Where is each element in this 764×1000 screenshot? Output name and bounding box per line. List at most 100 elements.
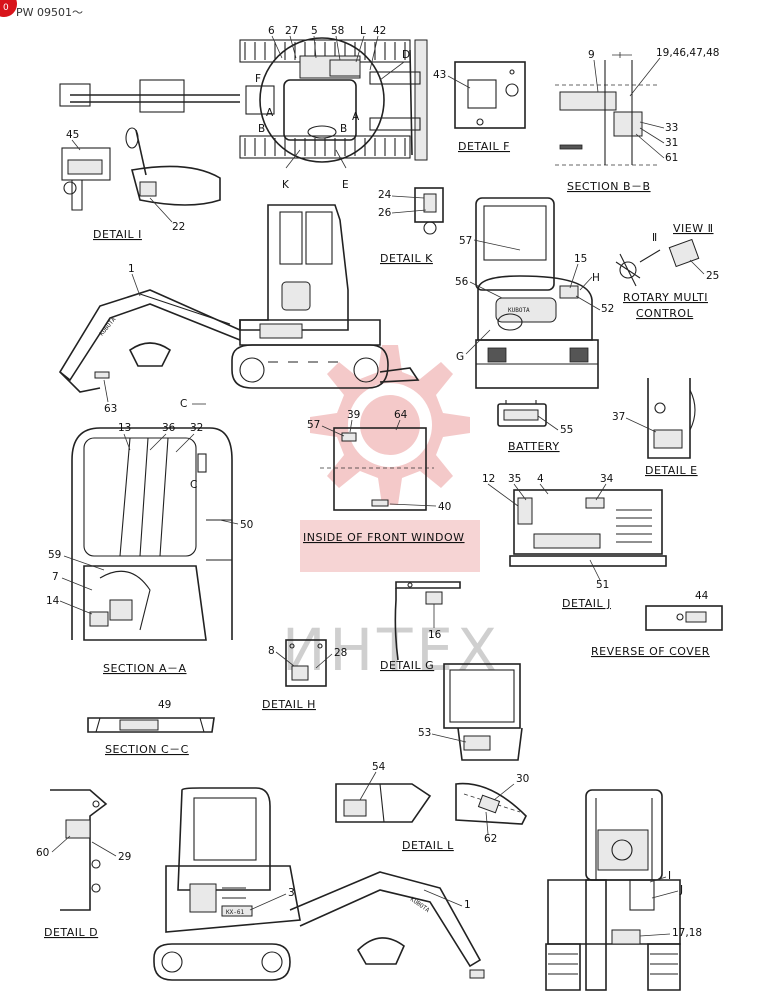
callout-30: 30 (516, 773, 529, 785)
callout-A-right: A (352, 111, 360, 123)
callout-16: 16 (428, 629, 442, 641)
callout-49: 49 (158, 699, 171, 711)
top-view-machine (59, 37, 428, 163)
callout-43: 43 (433, 69, 446, 81)
callout-35: 35 (508, 473, 521, 485)
sheet-code: PW 09501～ (16, 6, 83, 19)
callout-F: F (255, 73, 261, 85)
callout-63: 63 (104, 403, 117, 415)
callout-17-18: 17,18 (672, 927, 702, 939)
rear-view-machine: KUBOTA (475, 197, 599, 389)
caption-detail-k: DETAIL K (380, 252, 433, 265)
callout-56: 56 (455, 276, 469, 288)
caption-detail-g: DETAIL G (380, 659, 434, 672)
bottom-front-view-machine (545, 789, 681, 991)
callout-42: 42 (373, 25, 386, 37)
side-view-machine: KUBOTA (58, 204, 420, 393)
callout-J: J (679, 884, 683, 896)
caption-inside-front-window: INSIDE OF FRONT WINDOW (303, 531, 465, 544)
callout-C: C (180, 398, 187, 410)
callout-1-bottom: 1 (464, 899, 471, 911)
callout-22: 22 (172, 221, 185, 233)
callout-II: Ⅱ (652, 232, 657, 244)
callout-26: 26 (378, 207, 392, 219)
caption-detail-l: DETAIL L (402, 839, 454, 852)
reverse-cover-drawing (645, 605, 723, 631)
callout-55: 55 (560, 424, 573, 436)
callout-33: 33 (665, 122, 678, 134)
callout-D: D (402, 49, 410, 61)
callout-29: 29 (118, 851, 131, 863)
caption-view-ii: VIEW Ⅱ (673, 222, 714, 235)
callout-60: 60 (36, 847, 49, 859)
callout-54: 54 (372, 761, 386, 773)
detail-i-drawing (61, 127, 221, 211)
caption-reverse-cover: REVERSE OF COVER (591, 645, 710, 658)
callout-C-cabin: C (190, 479, 197, 491)
caption-rotary-2: CONTROL (636, 307, 694, 320)
caption-section-aa: SECTION A－A (103, 662, 187, 675)
detail-f-drawing (454, 61, 526, 129)
callout-25: 25 (706, 270, 719, 282)
detail-30-drawing (455, 782, 527, 825)
callout-5: 5 (311, 25, 318, 37)
caption-detail-i: DETAIL I (93, 228, 142, 241)
callout-45: 45 (66, 129, 79, 141)
callout-64: 64 (394, 409, 408, 421)
svg-text:0: 0 (3, 3, 9, 13)
boom-brand-mark: KUBOTA (98, 316, 118, 337)
callout-12: 12 (482, 473, 495, 485)
callout-34: 34 (600, 473, 614, 485)
watermark-logo (300, 345, 480, 572)
corner-badge: 0 (0, 0, 17, 17)
detail-h-drawing (285, 639, 327, 687)
caption-battery: BATTERY (508, 440, 560, 453)
rotary-control-drawing (615, 238, 700, 287)
detail-k-drawing (414, 187, 444, 235)
section-bb-drawing (555, 52, 660, 166)
callout-E: E (342, 179, 349, 191)
callout-36: 36 (162, 422, 176, 434)
detail-l-drawing (335, 783, 432, 823)
rear-brand-mark: KUBOTA (508, 307, 530, 314)
callout-A-left: A (266, 107, 274, 119)
callout-51: 51 (596, 579, 609, 591)
callout-K: K (282, 179, 290, 191)
seat-drawing (443, 663, 523, 761)
callout-L: L (360, 25, 366, 37)
inside-front-window-drawing (320, 427, 434, 511)
callout-59: 59 (48, 549, 61, 561)
callout-3: 3 (288, 887, 295, 899)
boom-brand-mark-2: KUBOTA (409, 896, 431, 914)
caption-rotary-1: ROTARY MULTI (623, 291, 708, 304)
section-cc-drawing (87, 717, 215, 733)
callout-40: 40 (438, 501, 451, 513)
callout-9: 9 (588, 49, 595, 61)
caption-section-bb: SECTION B－B (567, 180, 651, 193)
callout-28: 28 (334, 647, 347, 659)
callout-13: 13 (118, 422, 131, 434)
callout-7: 7 (52, 571, 59, 583)
callout-B-right: B (340, 123, 347, 135)
callout-37: 37 (612, 411, 625, 423)
callout-62: 62 (484, 833, 497, 845)
detail-g-drawing (394, 581, 461, 661)
callout-44: 44 (695, 590, 709, 602)
callout-15: 15 (574, 253, 587, 265)
callout-27: 27 (285, 25, 298, 37)
callout-G: G (456, 351, 464, 363)
bottom-side-view-machine: KUBOTA KX-61 (153, 787, 485, 981)
callout-57-rear: 57 (459, 235, 472, 247)
callout-6: 6 (268, 25, 275, 37)
model-mark: KX-61 (226, 909, 244, 916)
callout-19-46-47-48: 19,46,47,48 (656, 47, 719, 59)
callout-57-window: 57 (307, 419, 320, 431)
section-aa-drawing (71, 427, 233, 641)
watermark-text: ИНТЕХ (282, 616, 501, 684)
callout-61: 61 (665, 152, 678, 164)
detail-e-drawing (647, 378, 696, 459)
caption-section-cc: SECTION C－C (105, 743, 189, 756)
callout-8: 8 (268, 645, 275, 657)
caption-detail-d: DETAIL D (44, 926, 98, 939)
